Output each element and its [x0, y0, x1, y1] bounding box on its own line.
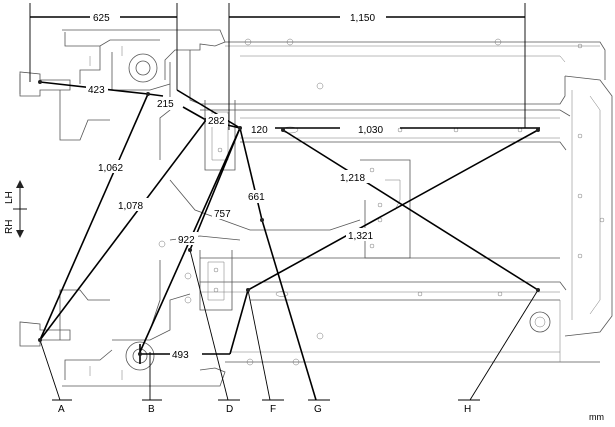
dimension-1062: 1,062: [98, 163, 123, 174]
direction-rh-label: RH: [4, 220, 15, 234]
dimension-215: 215: [157, 99, 174, 110]
dimension-282: 282: [208, 116, 225, 127]
point-label-h: H: [464, 404, 471, 415]
dimension-labels: 625 1,150 423 215 282 120 1,030 1,062 1,…: [86, 10, 393, 361]
dimension-1150: 1,150: [350, 13, 375, 24]
dimension-120: 120: [251, 125, 268, 136]
point-label-a: A: [58, 404, 65, 415]
measurement-lines: [29, 3, 540, 401]
dimension-1218: 1,218: [340, 173, 365, 184]
direction-indicator: LH RH: [4, 180, 27, 238]
point-label-f: F: [270, 404, 276, 415]
point-label-g: G: [314, 404, 322, 415]
dimension-922: 922: [178, 235, 195, 246]
dimension-1321: 1,321: [348, 231, 373, 242]
dimension-493: 493: [172, 350, 189, 361]
point-label-d: D: [226, 404, 233, 415]
point-labels: A B D F G H: [58, 404, 471, 415]
dimension-625: 625: [93, 13, 110, 24]
unit-label: mm: [589, 412, 604, 422]
dimension-757: 757: [214, 209, 231, 220]
point-label-b: B: [148, 404, 155, 415]
dimension-1078: 1,078: [118, 201, 143, 212]
dimension-661: 661: [248, 192, 265, 203]
dimension-1030: 1,030: [358, 125, 383, 136]
dimension-423: 423: [88, 85, 105, 96]
direction-lh-label: LH: [4, 191, 15, 204]
underbody-outline: [19, 29, 613, 387]
